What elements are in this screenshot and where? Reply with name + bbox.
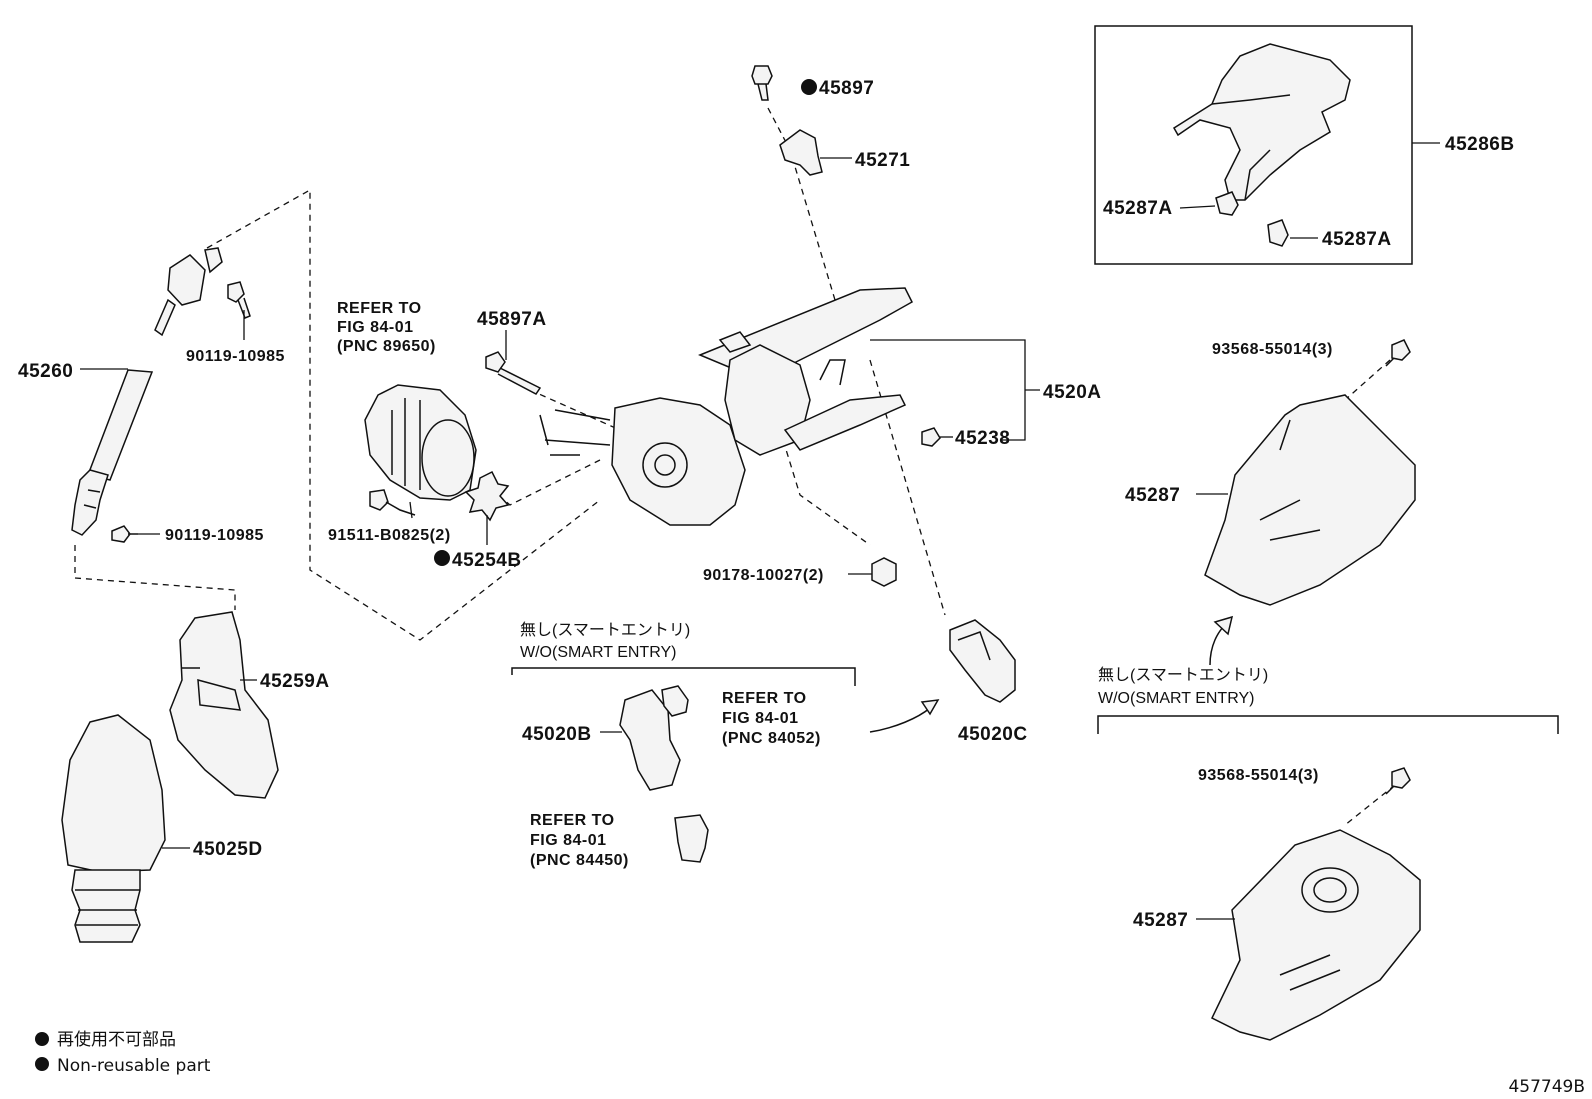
45254B-line xyxy=(489,459,601,506)
legend-dot-en xyxy=(35,1057,49,1071)
label-45286B: 45286B xyxy=(1445,134,1515,155)
label-45238: 45238 xyxy=(955,428,1010,449)
screw-93568-b xyxy=(1385,767,1411,795)
lower-cover-45287-a xyxy=(1204,394,1416,606)
bolt-91511 xyxy=(369,489,416,516)
arrow-to-45020C-head xyxy=(920,699,940,716)
label-45260: 45260 xyxy=(18,361,73,382)
label-45271: 45271 xyxy=(855,150,910,171)
lock-45020C xyxy=(949,619,1016,703)
refer-89650-line1: REFER TO xyxy=(337,300,422,317)
refer-84450-line1: REFER TO xyxy=(530,812,615,829)
arrow-to-45020C xyxy=(869,707,931,733)
bolt-90119-b xyxy=(111,525,138,543)
clip-45287A-b xyxy=(1267,219,1289,247)
legend-jp: 再使用不可部品 xyxy=(57,1029,176,1050)
label-4520A: 4520A xyxy=(1043,382,1102,403)
cover-kit-box xyxy=(1094,25,1413,265)
refer-89650-line3: (PNC 89650) xyxy=(337,338,436,355)
label-45287A-b: 45287A xyxy=(1322,229,1392,250)
label-45020C: 45020C xyxy=(958,724,1028,745)
motor-assembly-89650 xyxy=(364,384,477,501)
lead-45287A-a xyxy=(1179,205,1216,209)
bolt-45897 xyxy=(751,65,773,101)
nut-90178 xyxy=(871,557,897,587)
lower-cover-45287-b xyxy=(1211,829,1421,1041)
label-45897: 45897 xyxy=(819,78,874,99)
lower-cover-45287-b-ring xyxy=(1301,867,1359,913)
diagram-id: 457749B xyxy=(1508,1077,1585,1097)
non-reusable-dot-45254B xyxy=(434,550,450,566)
label-45287-b: 45287 xyxy=(1133,910,1188,931)
upper-cover-detail xyxy=(1211,94,1291,201)
bracket-45271 xyxy=(779,129,823,176)
refer-block-84052: REFER TO FIG 84-01 (PNC 84052) xyxy=(722,690,821,747)
shaft-to-boot-line xyxy=(74,545,236,610)
bracket-to-90178-line xyxy=(779,429,871,546)
label-45254B: 45254B xyxy=(452,550,522,571)
lead-91511 xyxy=(409,501,413,519)
note-wo-smart-2-en: W/O(SMART ENTRY) xyxy=(1098,690,1254,707)
label-93568-b: 93568-55014(3) xyxy=(1198,767,1319,784)
screw-93568b-line xyxy=(1344,784,1396,826)
screw-93568a-line xyxy=(1344,359,1391,401)
label-45259A: 45259A xyxy=(260,671,330,692)
note-wo-smart-1-jp: 無し(スマートエントリ) xyxy=(520,621,690,639)
cover-45259A xyxy=(169,611,279,799)
intermediate-shaft-outline xyxy=(206,188,601,641)
bolt-90119-a xyxy=(227,281,251,319)
refer-block-89650: REFER TO FIG 84-01 (PNC 89650) xyxy=(337,300,436,355)
arrow-up-cover-head xyxy=(1213,615,1234,636)
lower-cover-45287-b-ring-inner xyxy=(1313,877,1347,903)
refer-84052-line2: FIG 84-01 xyxy=(722,710,799,727)
screw-93568-a xyxy=(1385,339,1411,367)
label-90119-b: 90119-10985 xyxy=(165,527,264,544)
lock-45020B xyxy=(619,689,681,791)
refer-84052-line3: (PNC 84052) xyxy=(722,730,821,747)
label-45287A-a: 45287A xyxy=(1103,198,1173,219)
label-45025D: 45025D xyxy=(193,839,263,860)
bolt-45897A xyxy=(485,351,542,395)
refer-84450-line3: (PNC 84450) xyxy=(530,852,629,869)
label-45897A: 45897A xyxy=(477,309,547,330)
label-90119-a: 90119-10985 xyxy=(186,348,285,365)
upper-cover-part xyxy=(1172,43,1351,201)
cover-45259A-detail xyxy=(182,667,241,711)
boot-45025D-bellows xyxy=(71,869,141,943)
lower-cover-45287-b-detail xyxy=(1279,954,1341,991)
label-45287-a: 45287 xyxy=(1125,485,1180,506)
label-45020B: 45020B xyxy=(522,724,592,745)
note-wo-smart-1-en: W/O(SMART ENTRY) xyxy=(520,644,676,661)
refer-84052-line1: REFER TO xyxy=(722,690,807,707)
arrow-up-cover xyxy=(1209,624,1226,666)
refer-block-84450: REFER TO FIG 84-01 (PNC 84450) xyxy=(530,812,629,869)
nut-45238 xyxy=(921,427,941,447)
label-91511: 91511-B0825(2) xyxy=(328,527,451,544)
non-reusable-dot-45897 xyxy=(801,79,817,95)
label-93568-a: 93568-55014(3) xyxy=(1212,341,1333,358)
refer-89650-line2: FIG 84-01 xyxy=(337,319,414,336)
bolt-45897A-line xyxy=(529,389,621,431)
coupling-45254B xyxy=(464,470,510,522)
legend-dot-jp xyxy=(35,1032,49,1046)
bracket-wo-smart-1 xyxy=(511,667,856,686)
lock-45020C-detail xyxy=(957,631,991,661)
steering-column-4520A xyxy=(539,287,913,526)
lower-cover-45287-a-detail xyxy=(1259,419,1321,541)
note-wo-smart-2-jp: 無し(スマートエントリ) xyxy=(1098,666,1268,684)
boot-45025D xyxy=(61,714,166,873)
intermediate-shaft-45260 xyxy=(71,247,223,536)
clip-45287A-a xyxy=(1215,191,1239,216)
part-84450 xyxy=(674,814,709,863)
switch-84052 xyxy=(661,685,689,717)
label-90178: 90178-10027(2) xyxy=(703,567,824,584)
legend-en: Non-reusable part xyxy=(57,1056,211,1076)
bracket-wo-smart-2 xyxy=(1097,715,1559,734)
bracket-4520A xyxy=(870,339,1040,441)
boot-bellows-ribs xyxy=(75,889,140,926)
refer-84450-line2: FIG 84-01 xyxy=(530,832,607,849)
